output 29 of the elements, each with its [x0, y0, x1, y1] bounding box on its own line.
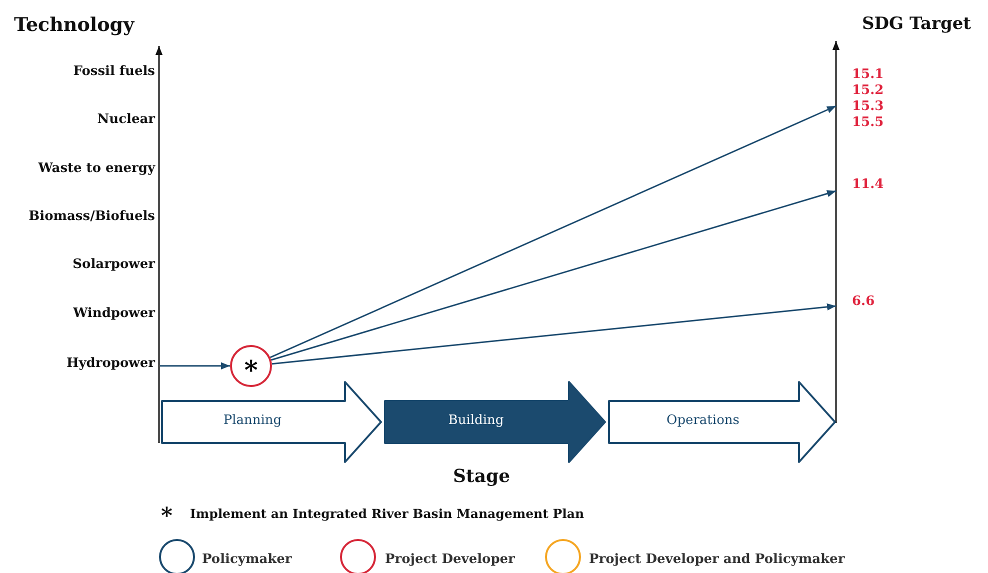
sdg-target-label: 11.4	[836, 177, 884, 193]
sdg-target-label: 6.6	[836, 294, 875, 310]
legend-label: Policymaker	[202, 552, 292, 568]
technology-label: Hydropower	[40, 356, 155, 374]
arrow	[160, 362, 230, 370]
asterisk-symbol: *	[161, 503, 173, 529]
technology-label: Windpower	[72, 306, 155, 322]
legend-label: Project Developer	[385, 552, 515, 568]
stage-label: Building	[447, 413, 505, 428]
technology-label: Fossil fuels	[72, 64, 155, 80]
stage-label: Operations	[666, 413, 740, 428]
stage-panel	[160, 381, 382, 463]
stage-panel	[607, 381, 836, 463]
arrow	[270, 190, 836, 361]
technology-label: Nuclear	[96, 112, 155, 128]
stage-label: Planning	[222, 413, 283, 428]
axis-title: Technology	[14, 14, 134, 37]
arrow	[270, 105, 836, 358]
legend-label: Project Developer and Policymaker	[589, 552, 845, 568]
technology-label: Biomass/Biofuels	[28, 209, 155, 225]
arrow	[272, 303, 836, 365]
stage-panel	[383, 381, 606, 463]
action-circle: *	[230, 345, 272, 387]
technology-label: Waste to energy	[37, 161, 155, 177]
sdg-target-label: 15.1 15.2 15.3 15.5	[836, 67, 884, 131]
axis-title: Stage	[453, 466, 510, 488]
footnote-text: Implement an Integrated River Basin Management Plan	[190, 506, 584, 522]
axis-title: SDG Target	[862, 14, 972, 35]
technology-label: Solarpower	[72, 257, 155, 273]
